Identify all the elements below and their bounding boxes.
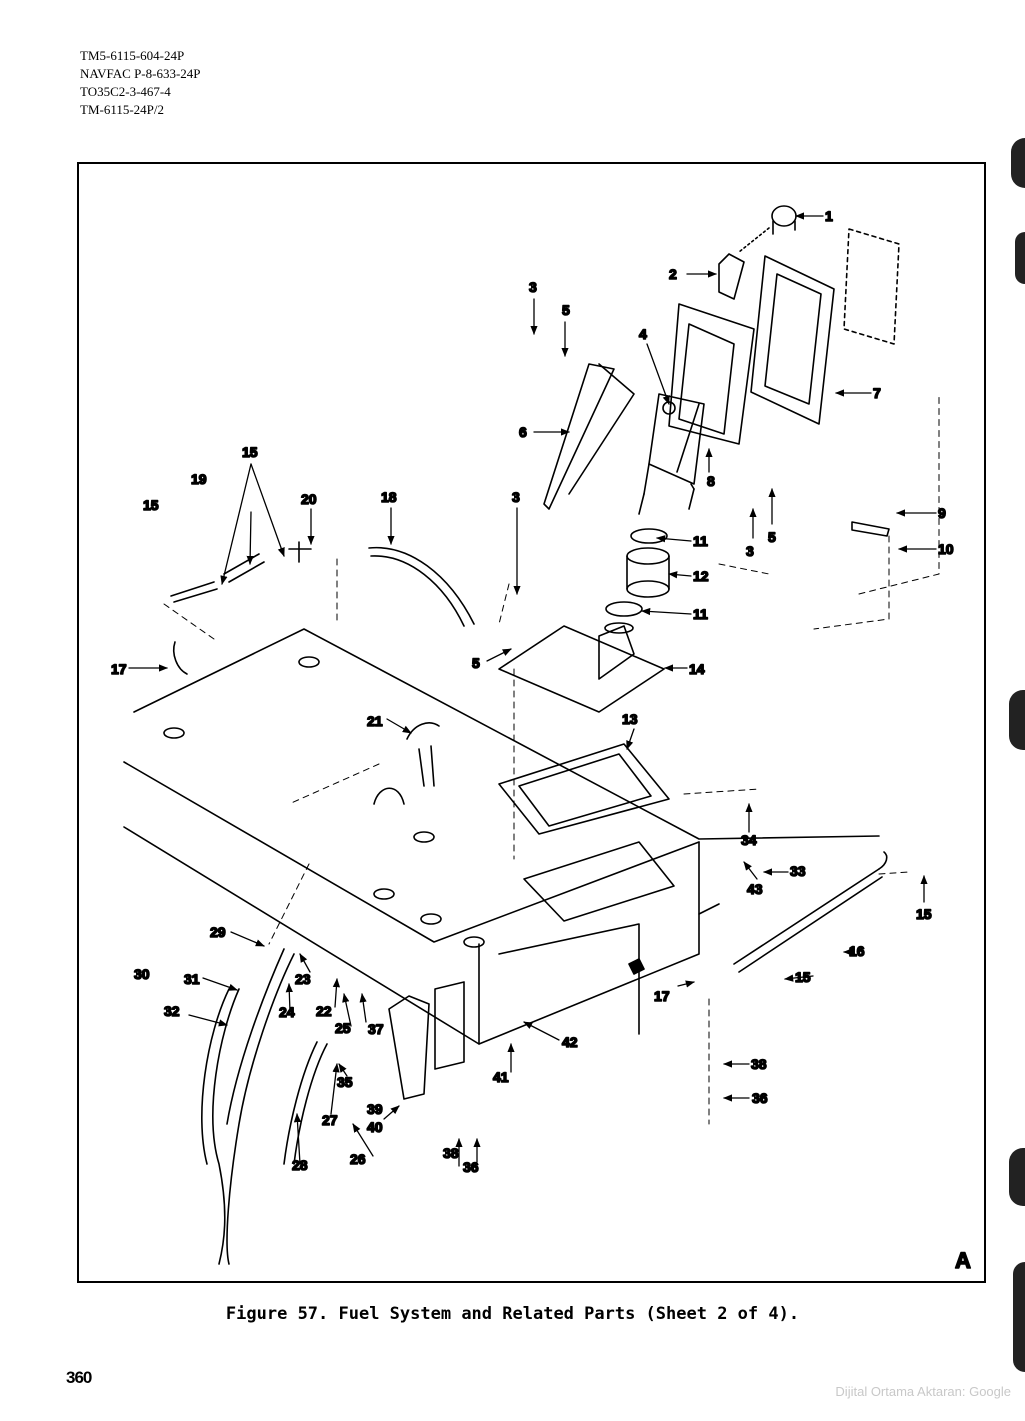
callout-label: 14	[689, 661, 705, 677]
callout-label: 9	[938, 505, 946, 521]
mounting-plate	[498, 622, 665, 713]
callout-label: 6	[519, 424, 527, 440]
callout-label: 33	[790, 863, 806, 879]
callout-label: 10	[938, 541, 954, 557]
callout-label: 22	[316, 1003, 332, 1019]
callout-label: 19	[191, 471, 207, 487]
callout-label: 38	[751, 1056, 767, 1072]
callout-label: 18	[381, 489, 397, 505]
callout-label: 15	[916, 906, 932, 922]
callout-label: 12	[693, 568, 709, 584]
callout-label: 39	[367, 1101, 383, 1117]
callout-label: 5	[562, 302, 570, 318]
callout-label: 26	[350, 1151, 366, 1167]
doc-id: TM-6115-24P/2	[80, 102, 165, 117]
callout-label: 40	[367, 1119, 383, 1135]
figure-caption: Figure 57. Fuel System and Related Parts…	[225, 1304, 800, 1324]
callout-label: 3	[746, 543, 754, 559]
callout-label: 4	[639, 326, 647, 342]
callout-label: 3	[529, 279, 537, 295]
callout-label: 38	[443, 1145, 459, 1161]
callout-label: 15	[242, 444, 258, 460]
callout-label: 29	[210, 924, 226, 940]
clamps-and-hose	[605, 528, 670, 617]
alignment-lines	[163, 393, 940, 1125]
binding-edge-mark	[1013, 1262, 1025, 1372]
callout-label: 5	[768, 529, 776, 545]
callout-label: 30	[134, 966, 150, 982]
document-identifiers: TM5-6115-604-24P NAVFAC P-8-633-24P TO35…	[80, 47, 201, 119]
figure-frame: 1 2 3 5 4 7 6 8 15 19 20 18 3 15 3 5 9 1…	[77, 162, 986, 1283]
callout-label: 32	[164, 1003, 180, 1019]
strap	[851, 521, 890, 537]
callout-label: 8	[707, 473, 715, 489]
callout-label: 17	[654, 988, 670, 1004]
callout-label: 23	[295, 971, 311, 987]
callout-label: 35	[337, 1074, 353, 1090]
callout-label: 1	[825, 208, 833, 224]
callout-label: 43	[747, 881, 763, 897]
callout-label: 5	[472, 655, 480, 671]
callout-label: 15	[143, 497, 159, 513]
elbow-fitting	[373, 722, 440, 805]
callout-label: 16	[849, 943, 865, 959]
callout-label: 25	[335, 1020, 351, 1036]
callout-label: 41	[493, 1069, 509, 1085]
callout-label: 34	[741, 832, 757, 848]
binding-edge-mark	[1015, 232, 1025, 284]
bracket	[543, 363, 635, 510]
tank-opening	[498, 743, 675, 922]
callout-label: 21	[367, 713, 383, 729]
callout-label: 31	[184, 971, 200, 987]
callout-label: 42	[562, 1034, 578, 1050]
callout-label: 17	[111, 661, 127, 677]
fuel-cap	[718, 205, 797, 300]
callout-label: 36	[752, 1090, 768, 1106]
callout-label: 20	[301, 491, 317, 507]
fuel-lines	[170, 541, 475, 675]
doc-id: NAVFAC P-8-633-24P	[80, 66, 201, 81]
callouts: 1 2 3 5 4 7 6 8 15 19 20 18 3 15 3 5 9 1…	[110, 207, 954, 1176]
doc-id: TM5-6115-604-24P	[80, 48, 185, 63]
callout-label: 37	[368, 1021, 384, 1037]
leader-lines	[128, 212, 937, 1167]
callout-label: 7	[873, 385, 881, 401]
binding-edge-mark	[1011, 138, 1025, 188]
binding-edge-mark	[1009, 690, 1025, 750]
exploded-parts-diagram: 1 2 3 5 4 7 6 8 15 19 20 18 3 15 3 5 9 1…	[110, 205, 972, 1274]
callout-label: 11	[693, 606, 708, 622]
doc-id: TO35C2-3-467-4	[80, 84, 171, 99]
callout-label: 3	[512, 489, 520, 505]
callout-label: 28	[292, 1157, 308, 1173]
callout-label: 11	[693, 533, 708, 549]
page-number: 360	[66, 1368, 92, 1387]
callout-label: 2	[669, 266, 677, 282]
binding-edge-mark	[1009, 1148, 1025, 1206]
callout-label: 13	[622, 711, 638, 727]
sheet-letter: A	[955, 1248, 971, 1273]
filler-neck	[638, 228, 900, 515]
callout-label: 27	[322, 1112, 338, 1128]
callout-label: 24	[279, 1004, 295, 1020]
fuel-tank	[123, 628, 880, 1045]
callout-label: 36	[463, 1159, 479, 1175]
hoses	[201, 851, 888, 1265]
guard	[388, 981, 465, 1100]
watermark: Dijital Ortama Aktaran: Google	[835, 1384, 1011, 1399]
